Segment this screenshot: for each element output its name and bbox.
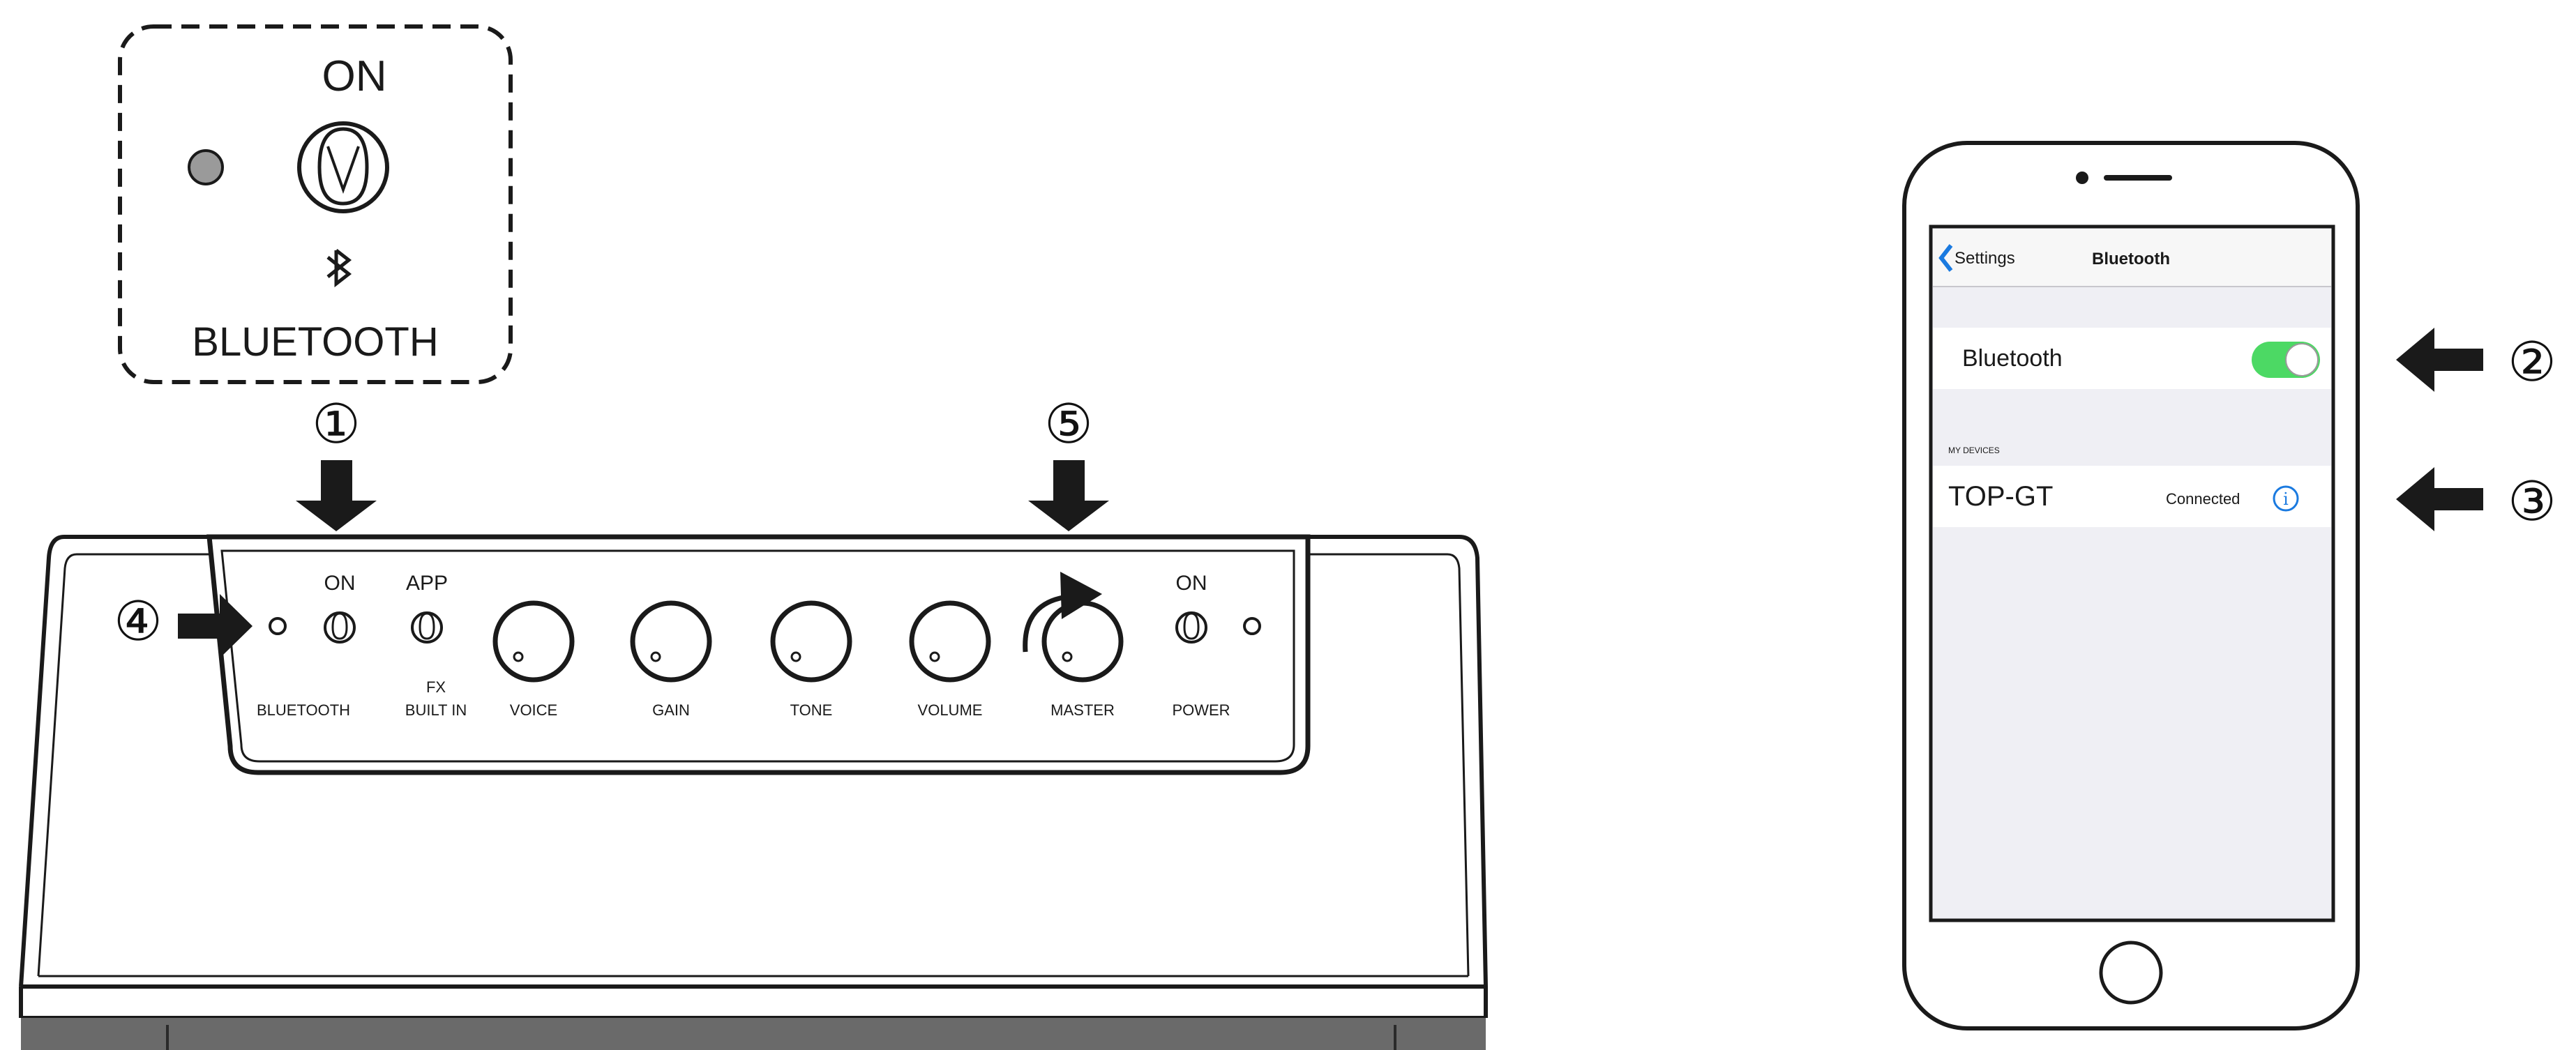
marker-2: ② <box>2508 331 2556 394</box>
bluetooth-led <box>269 617 287 635</box>
power-led <box>1243 617 1261 635</box>
arrow-icon <box>2396 328 2483 392</box>
nav-bar <box>1933 229 2331 287</box>
bluetooth-switch-callout: ON BLUETOOTH <box>118 24 513 384</box>
panel-bluetooth-on-label: ON <box>324 572 356 595</box>
callout-dashed-border <box>118 24 513 384</box>
marker-3: ③ <box>2508 471 2556 533</box>
fx-toggle-switch[interactable] <box>411 611 443 644</box>
device-name: TOP-GT <box>1948 481 2053 512</box>
arrow-icon <box>2396 467 2483 531</box>
knob-label-volume: VOLUME <box>918 701 983 719</box>
screen-title: Bluetooth <box>2092 250 2170 268</box>
knob-indicator-dot <box>650 651 661 662</box>
panel-fx-label: FX <box>426 678 446 696</box>
panel-power-label: POWER <box>1172 701 1230 719</box>
knob-indicator-dot <box>513 651 524 662</box>
control-panel <box>206 534 1311 775</box>
home-button[interactable] <box>2099 941 2163 1005</box>
knob-label-voice: VOICE <box>510 701 557 719</box>
bluetooth-row-label: Bluetooth <box>1962 345 2063 372</box>
panel-power-on-label: ON <box>1176 572 1207 595</box>
smartphone: Settings Bluetooth Bluetooth MY DEVICES … <box>1902 141 2360 1030</box>
back-chevron-icon[interactable] <box>1938 244 1953 272</box>
knob-volume[interactable] <box>909 600 991 683</box>
device-status: Connected <box>2166 490 2240 508</box>
knob-label-master: MASTER <box>1050 701 1115 719</box>
knob-voice[interactable] <box>492 600 575 683</box>
amplifier-base-strip <box>21 1018 1486 1050</box>
arrow-icon <box>296 460 377 531</box>
section-header: MY DEVICES <box>1948 446 2000 455</box>
power-toggle-switch[interactable] <box>1175 611 1207 644</box>
device-row[interactable] <box>1933 466 2331 527</box>
marker-5: ⑤ <box>1044 393 1093 456</box>
callout-led <box>188 149 224 185</box>
callout-bluetooth-label: BLUETOOTH <box>192 319 438 365</box>
bluetooth-toggle-switch[interactable] <box>324 611 356 644</box>
knob-label-tone: TONE <box>790 701 833 719</box>
panel-bluetooth-label: BLUETOOTH <box>257 701 350 719</box>
callout-toggle-switch <box>297 121 389 213</box>
panel-built-in-label: BUILT IN <box>405 701 467 719</box>
phone-camera <box>2076 172 2088 184</box>
panel-app-label: APP <box>406 572 448 595</box>
arrow-icon <box>1028 460 1109 531</box>
svg-text:i: i <box>2283 489 2289 509</box>
callout-on-label: ON <box>322 52 387 100</box>
arrow-icon <box>178 594 253 658</box>
knob-master[interactable] <box>1041 600 1124 683</box>
bluetooth-toggle[interactable] <box>2252 342 2320 378</box>
knob-label-gain: GAIN <box>652 701 690 719</box>
knob-tone[interactable] <box>770 600 852 683</box>
bluetooth-icon <box>326 249 352 288</box>
knob-indicator-dot <box>790 651 801 662</box>
knob-gain[interactable] <box>630 600 712 683</box>
info-icon[interactable]: i <box>2273 485 2299 512</box>
rotate-arrowhead-icon <box>1060 572 1102 619</box>
marker-1: ① <box>312 393 361 456</box>
marker-4: ④ <box>114 591 163 653</box>
knob-indicator-dot <box>929 651 940 662</box>
knob-indicator-dot <box>1062 651 1073 662</box>
back-button[interactable]: Settings <box>1954 249 2015 268</box>
